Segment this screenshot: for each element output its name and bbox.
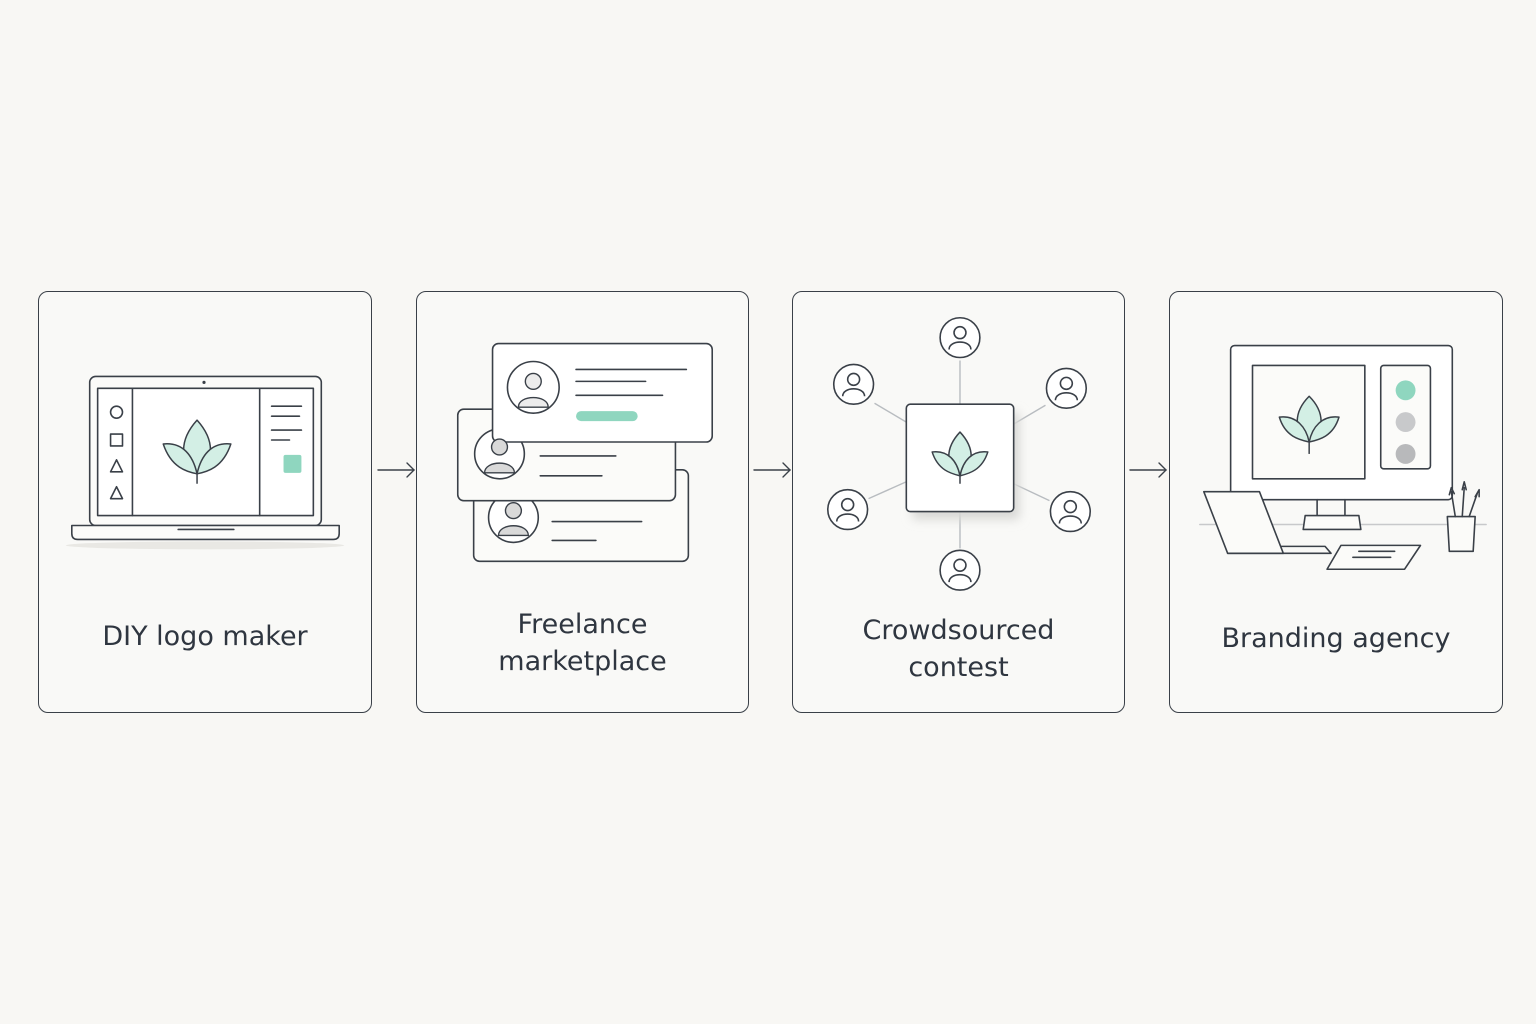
step-label: DIY logo maker [39,618,371,655]
freelancer-profile-cards-icon [456,342,714,563]
crowd-network-icon [826,316,1091,591]
step-label-line: Branding agency [1221,623,1451,654]
step-label-line: DIY logo maker [102,621,308,652]
step-label-line: Crowdsourced [862,615,1055,646]
agency-workspace-icon [1199,344,1487,571]
step-card-branding-agency: Branding agency [1169,291,1503,713]
leaf-logo-icon [162,419,232,484]
step-label: Freelance marketplace [417,606,748,680]
step-label: Branding agency [1170,620,1502,657]
step-card-freelance-marketplace: Freelance marketplace [416,291,749,713]
step-label-line: marketplace [498,646,667,677]
leaf-logo-icon [1278,395,1340,454]
person-avatar-icon [483,372,549,537]
leaf-logo-icon [931,431,989,484]
step-card-diy-logo-maker: DIY logo maker [38,291,372,713]
arrow-right-icon [1129,462,1167,478]
arrow-right-icon [753,462,791,478]
laptop-logo-editor-icon [65,375,345,550]
arrow-right-icon [377,462,415,478]
step-label: Crowdsourced contest [793,612,1124,686]
step-card-crowdsourced-contest: Crowdsourced contest [792,291,1125,713]
person-avatar-icon [826,316,1091,591]
step-label-line: Freelance [517,609,648,640]
step-label-line: contest [908,652,1009,683]
